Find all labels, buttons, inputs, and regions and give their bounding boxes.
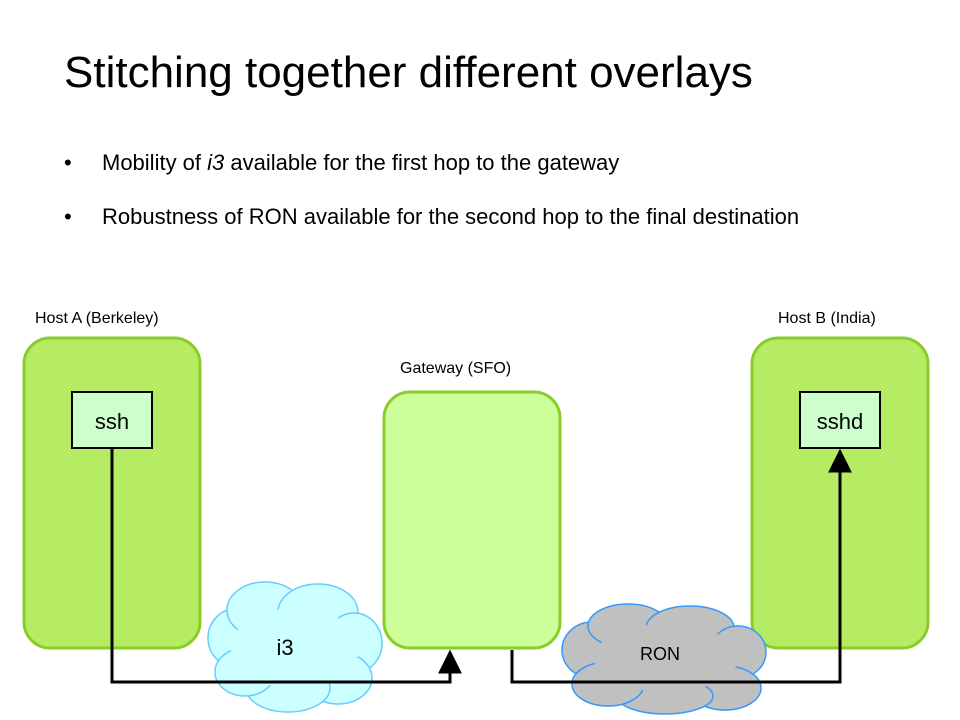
slide-title: Stitching together different overlays [64,48,753,97]
bullet-list: • Mobility of i3 available for the first… [64,152,884,260]
bullet-text-before: Mobility of [102,150,208,175]
i3-cloud: i3 [207,581,383,713]
gateway-label: Gateway (SFO) [400,360,512,377]
ron-cloud-label: RON [640,644,680,664]
host-a-label: Host A (Berkeley) [35,310,159,327]
i3-hop-path [110,448,462,684]
bullet-text: Robustness of RON available for the seco… [102,204,800,229]
bullet-dot: • [64,204,72,229]
bullet-item-robustness: • Robustness of RON available for the se… [64,206,884,228]
gateway-box [382,390,562,650]
bullet-text-after: available for the first hop to the gatew… [224,150,620,175]
ssh-label: ssh [95,409,129,434]
bullet-item-mobility: • Mobility of i3 available for the first… [64,152,884,174]
sshd-box [799,391,881,449]
ron-hop-path [510,448,852,684]
bullet-text-i3: i3 [207,150,225,175]
i3-cloud-label: i3 [276,635,293,660]
sshd-label: sshd [817,409,863,434]
bullet-dot: • [64,150,72,175]
host-b-label: Host B (India) [778,310,876,327]
ron-cloud: RON [561,603,767,715]
ssh-box [71,391,153,449]
bullet-text: Mobility of i3 available for the first h… [102,152,884,174]
